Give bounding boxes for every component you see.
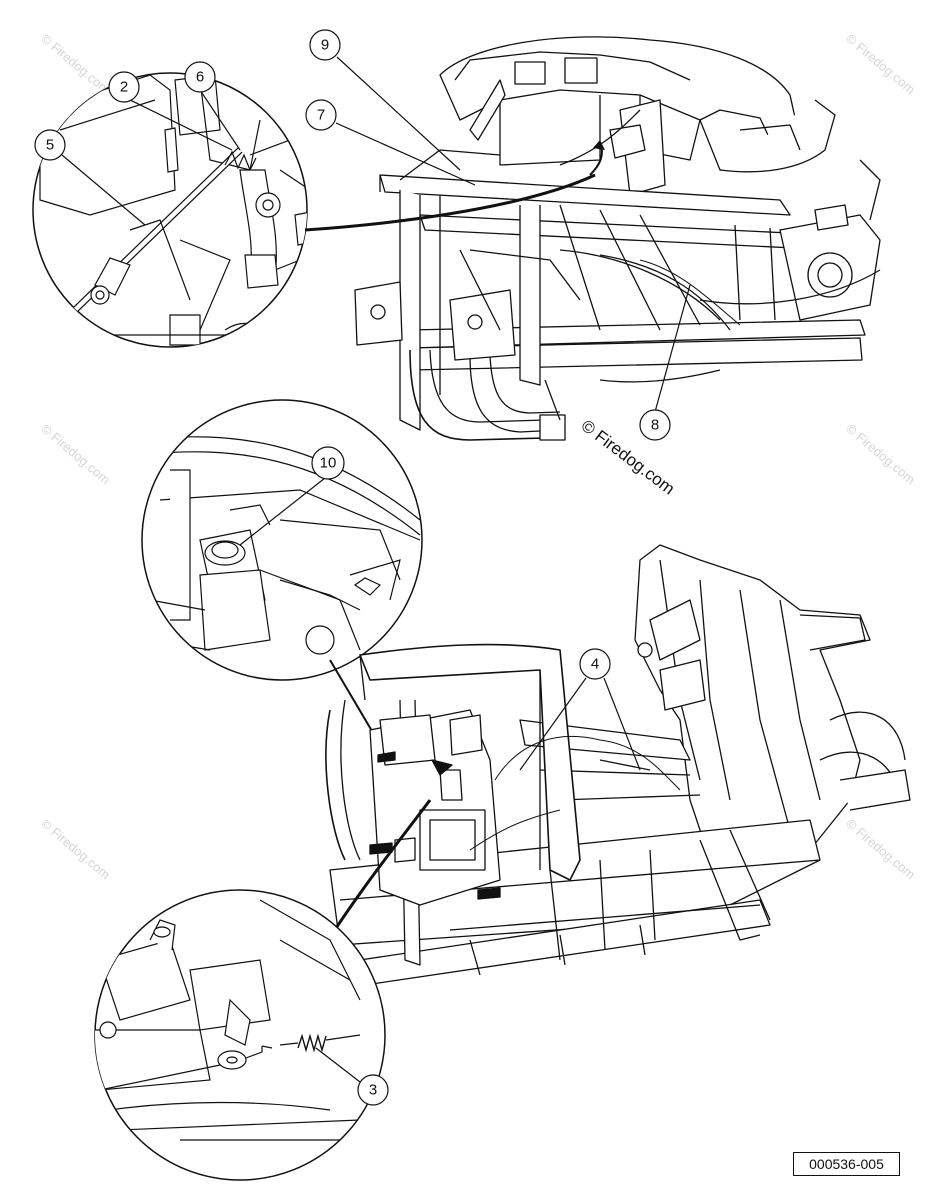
callout-4-leader-a <box>519 677 587 771</box>
callout-3-leader <box>315 1047 361 1083</box>
callout-6-leader <box>199 89 241 151</box>
callout-9-circle <box>309 29 341 61</box>
detail-circle-pivot-bolt <box>141 399 423 681</box>
detail-a-arrowhead <box>593 140 605 150</box>
callout-10-label: 10 <box>320 455 337 472</box>
detail-circle-cable-end <box>32 72 308 348</box>
callout-3-circle <box>357 1074 389 1106</box>
callout-6-label: 6 <box>196 69 204 86</box>
callout-9-label: 9 <box>321 37 329 54</box>
callout-4-label: 4 <box>591 656 599 673</box>
rear-frame-drawing <box>325 544 911 986</box>
figure-code: 000536-005 <box>793 1152 900 1176</box>
callout-8-leader <box>654 284 691 413</box>
callout-7-leader <box>335 122 476 186</box>
callout-3-label: 3 <box>369 1082 377 1099</box>
callout-6-circle <box>184 61 216 93</box>
callout-4-circle <box>579 648 611 680</box>
watermark-low-left: © Firedog.com <box>38 816 113 882</box>
callout-2-circle <box>108 71 140 103</box>
callout-5-leader <box>61 154 146 226</box>
callout-2-label: 2 <box>120 79 128 96</box>
callout-9-leader <box>336 56 461 171</box>
callout-8-label: 8 <box>651 417 659 434</box>
detail-a-leader <box>304 173 596 232</box>
watermark-top-right: © Firedog.com <box>843 31 918 97</box>
detail-c-leader <box>323 799 432 946</box>
callout-10-circle <box>311 446 345 480</box>
callout-2-leader <box>123 96 233 151</box>
callout-7-circle <box>305 99 337 131</box>
callouts: 2 6 5 9 7 8 10 4 3 <box>34 29 691 1106</box>
callout-5-circle <box>34 129 66 161</box>
watermark-mid-left: © Firedog.com <box>38 421 113 487</box>
callout-7-label: 7 <box>317 107 325 124</box>
watermark-top-left: © Firedog.com <box>38 31 113 97</box>
front-frame-drawing <box>354 36 881 441</box>
callout-10-leader <box>239 477 326 546</box>
callout-4-leader-b <box>603 677 641 771</box>
watermark-mid-right: © Firedog.com <box>843 421 918 487</box>
watermark-low-right: © Firedog.com <box>843 816 918 882</box>
callout-5-label: 5 <box>46 137 54 154</box>
detail-circle-spring-anchor <box>94 889 386 1181</box>
callout-8-circle <box>639 409 671 441</box>
